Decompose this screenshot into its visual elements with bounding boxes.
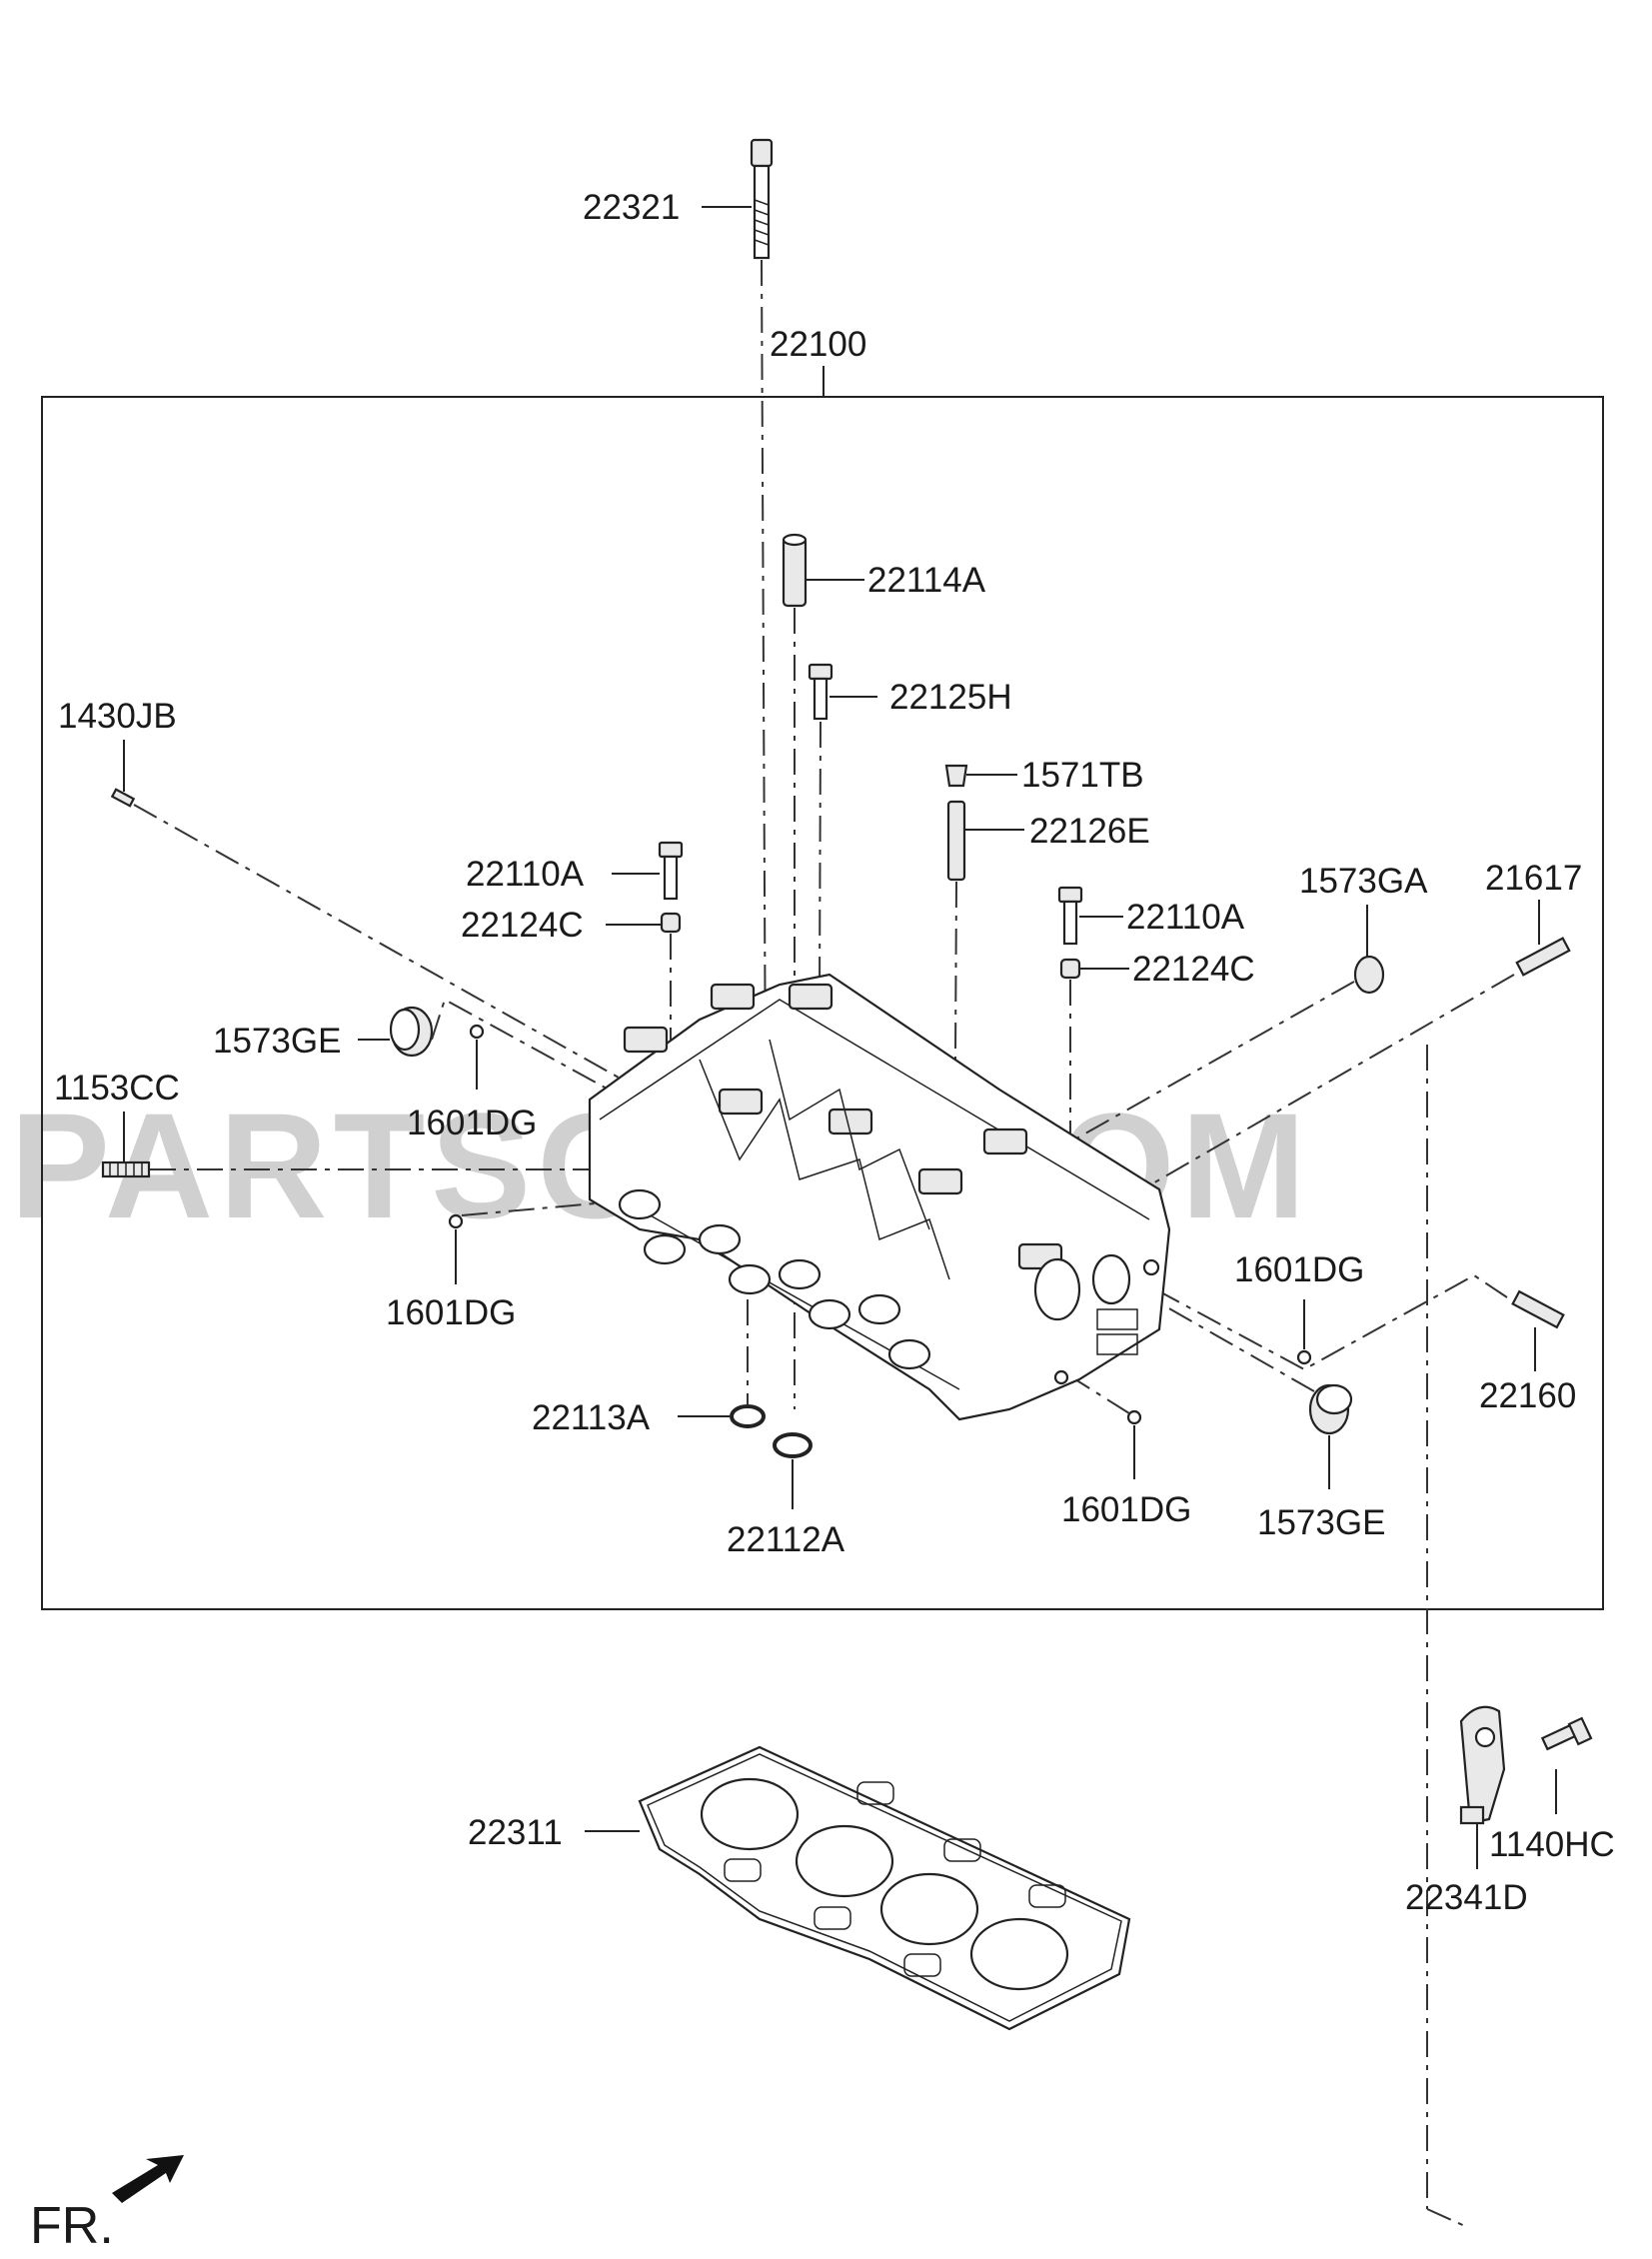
label-1140HC[interactable]: 1140HC [1489,1825,1615,1864]
label-22110A-right[interactable]: 22110A [1126,898,1245,937]
plug-1601DG-d[interactable] [1126,1409,1142,1425]
cap-1571TB[interactable] [944,764,968,788]
label-1573GE-right[interactable]: 1573GE [1257,1503,1385,1542]
stud-21617[interactable] [1515,937,1571,977]
label-22114A[interactable]: 22114A [867,561,986,600]
seal-22113A[interactable] [730,1404,766,1428]
cylinder-head-body[interactable] [588,973,1171,1421]
bolt-1140HC[interactable] [1540,1716,1593,1751]
label-1601DG-d[interactable]: 1601DG [1061,1490,1191,1529]
pin-22126E[interactable] [946,800,966,882]
stud-22160[interactable] [1511,1289,1565,1329]
label-22321[interactable]: 22321 [583,188,680,227]
label-22110A-left[interactable]: 22110A [466,855,585,894]
label-22112A[interactable]: 22112A [727,1520,845,1559]
washer-22124C-right[interactable] [1059,958,1081,980]
label-22160[interactable]: 22160 [1479,1376,1576,1415]
plug-1601DG-a[interactable] [469,1024,485,1040]
label-22341D[interactable]: 22341D [1405,1878,1528,1917]
plug-1601DG-b[interactable] [448,1213,464,1229]
pin-1430JB[interactable] [110,788,136,808]
label-22125H[interactable]: 22125H [889,678,1012,717]
label-1601DG-c[interactable]: 1601DG [1234,1250,1364,1289]
label-22124C-right[interactable]: 22124C [1132,950,1255,989]
label-22311[interactable]: 22311 [468,1813,563,1852]
label-1153CC[interactable]: 1153CC [54,1069,180,1108]
plug-1573GA[interactable] [1353,955,1385,995]
label-1601DG-b[interactable]: 1601DG [386,1293,516,1332]
label-22100[interactable]: 22100 [770,325,866,364]
label-1601DG-a[interactable]: 1601DG [407,1104,537,1142]
label-22126E[interactable]: 22126E [1029,812,1150,851]
direction-label: FR. [30,2197,114,2255]
bolt-22110A-right[interactable] [1057,886,1083,946]
bolt-22110A-left[interactable] [658,841,684,901]
bracket-22341D[interactable] [1459,1705,1506,1825]
plug-1573GE-right[interactable] [1308,1383,1353,1435]
label-1430JB[interactable]: 1430JB [58,697,177,736]
head-gasket-22311[interactable] [638,1745,1131,2031]
head-bolt-22321[interactable] [750,138,774,260]
label-22113A[interactable]: 22113A [532,1398,651,1437]
washer-22124C-left[interactable] [660,912,682,934]
bolt-22125H[interactable] [808,663,833,721]
plug-1601DG-c[interactable] [1296,1349,1312,1365]
plug-1573GE-left[interactable] [389,1006,434,1058]
label-1573GA[interactable]: 1573GA [1299,862,1428,901]
label-21617[interactable]: 21617 [1485,859,1582,898]
seal-22112A[interactable] [773,1432,813,1458]
label-1571TB[interactable]: 1571TB [1021,756,1144,795]
stud-1153CC[interactable] [101,1160,151,1178]
label-22124C-left[interactable]: 22124C [461,906,584,945]
label-1573GE-left[interactable]: 1573GE [213,1022,341,1061]
front-arrow-icon [112,2155,184,2203]
dowel-22114A[interactable] [782,533,808,608]
